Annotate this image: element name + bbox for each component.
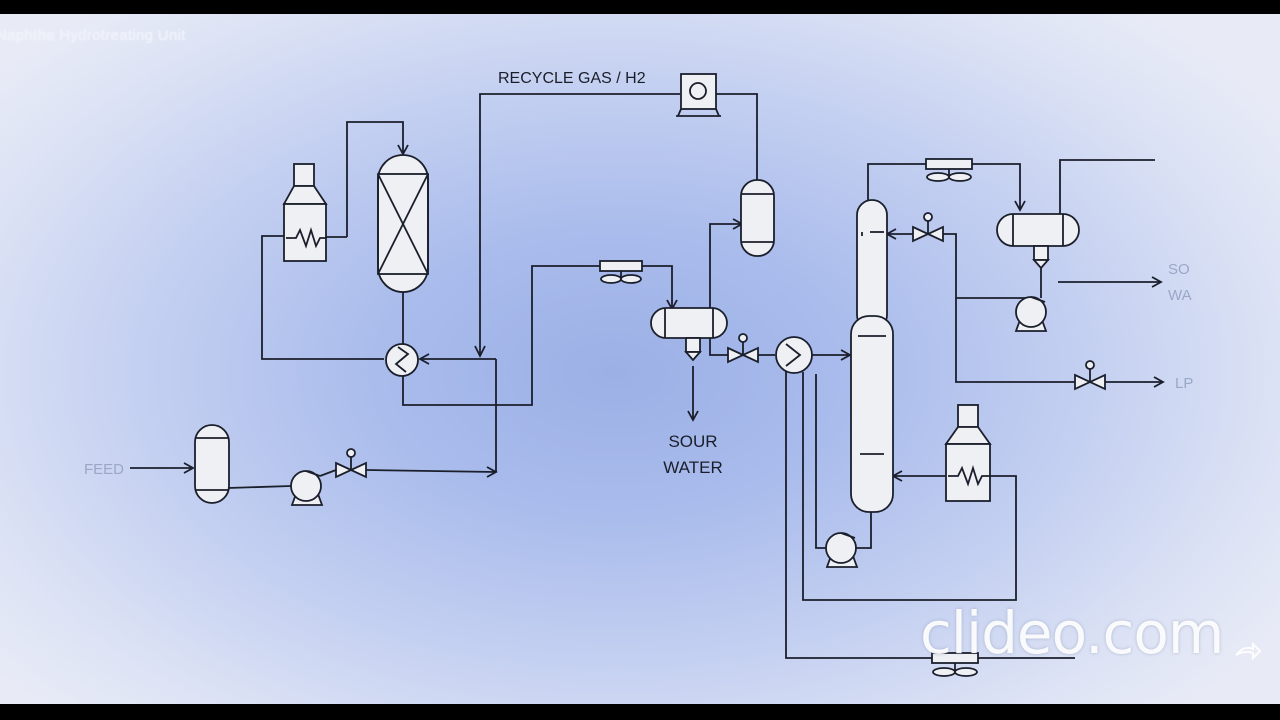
skip-arrow-icon[interactable] xyxy=(1218,622,1276,680)
sour-water-label-line2: WATER xyxy=(663,458,723,477)
pump-icon xyxy=(825,532,859,568)
heat-exchanger-icon xyxy=(385,343,419,377)
control-valve-icon xyxy=(1074,360,1106,391)
mix-arrow xyxy=(418,353,430,365)
control-valve-icon xyxy=(912,212,944,243)
lpg-line xyxy=(955,298,1075,383)
compressor-icon xyxy=(676,73,721,117)
separator-gas-line xyxy=(709,223,741,308)
overhead-arrow xyxy=(1014,200,1026,212)
cooler-to-separator-line xyxy=(642,265,673,308)
heat-exchanger-icon xyxy=(775,336,813,374)
reactor-icon xyxy=(377,154,429,293)
valve-to-riser-line xyxy=(365,469,497,473)
reflux-line xyxy=(943,233,1027,299)
overhead-to-drum-line xyxy=(972,163,1021,209)
feed-arrow xyxy=(183,462,195,474)
product-line xyxy=(785,370,932,659)
reactor-inlet-line xyxy=(346,121,404,237)
air-cooler-icon xyxy=(599,260,643,284)
drum-icon xyxy=(194,424,230,504)
air-cooler-icon xyxy=(931,652,979,677)
bottoms-pump-line xyxy=(815,374,826,549)
exchanger-to-furnace-line xyxy=(261,235,384,360)
reboiler-loop-line xyxy=(802,372,1017,601)
sour-water-arrow xyxy=(687,410,699,422)
recycle-gas-line-right xyxy=(716,93,758,182)
recycle-gas-line xyxy=(479,93,680,354)
riser-arrow xyxy=(486,466,498,478)
skip-arrow-glyph xyxy=(1235,641,1262,661)
air-cooler-icon xyxy=(925,158,973,182)
column-icon xyxy=(850,199,894,513)
separator-liquid-line xyxy=(709,338,728,356)
column-overhead-line xyxy=(867,163,926,206)
process-flow-diagram: RECYCLE GAS / H2 SOUR WATER FEED SO WA L… xyxy=(84,70,1193,677)
control-valve-icon xyxy=(727,333,759,364)
separator-drum-icon xyxy=(650,307,728,362)
pump-to-valve-line xyxy=(319,469,337,477)
lpg-arrow xyxy=(1153,376,1165,388)
sour-water-label-line1: SOUR xyxy=(668,432,717,451)
recycle-arrow xyxy=(474,345,486,359)
exchanger-outlet-line xyxy=(402,265,600,406)
offgas-line xyxy=(1059,159,1155,214)
recycle-gas-label: RECYCLE GAS / H2 xyxy=(498,70,646,87)
column-feed-arrow xyxy=(840,349,852,361)
drum-to-pump-line xyxy=(227,485,292,489)
ko-drum-icon xyxy=(740,179,775,257)
lpg-label: LP xyxy=(1175,375,1193,392)
reactor-inlet-arrow xyxy=(397,144,409,156)
pump-icon xyxy=(1014,296,1048,332)
right-sour-water-label-1: SO xyxy=(1168,261,1190,278)
reflux-drum-icon xyxy=(996,213,1080,270)
clideo-watermark: clideo.com xyxy=(920,599,1224,667)
control-valve-icon xyxy=(335,448,367,479)
right-sour-water-label-2: WA xyxy=(1168,287,1192,304)
video-frame: RECYCLE GAS / H2 SOUR WATER FEED SO WA L… xyxy=(0,14,1280,704)
pump-icon xyxy=(290,470,324,506)
column-bottom-line xyxy=(855,509,872,549)
furnace-icon xyxy=(944,404,992,502)
furnace-icon xyxy=(282,163,328,262)
feed-label: FEED xyxy=(84,461,124,478)
drum-water-arrow xyxy=(1151,276,1163,288)
video-title: Naphtha Hydrotreating Unit xyxy=(0,27,186,44)
